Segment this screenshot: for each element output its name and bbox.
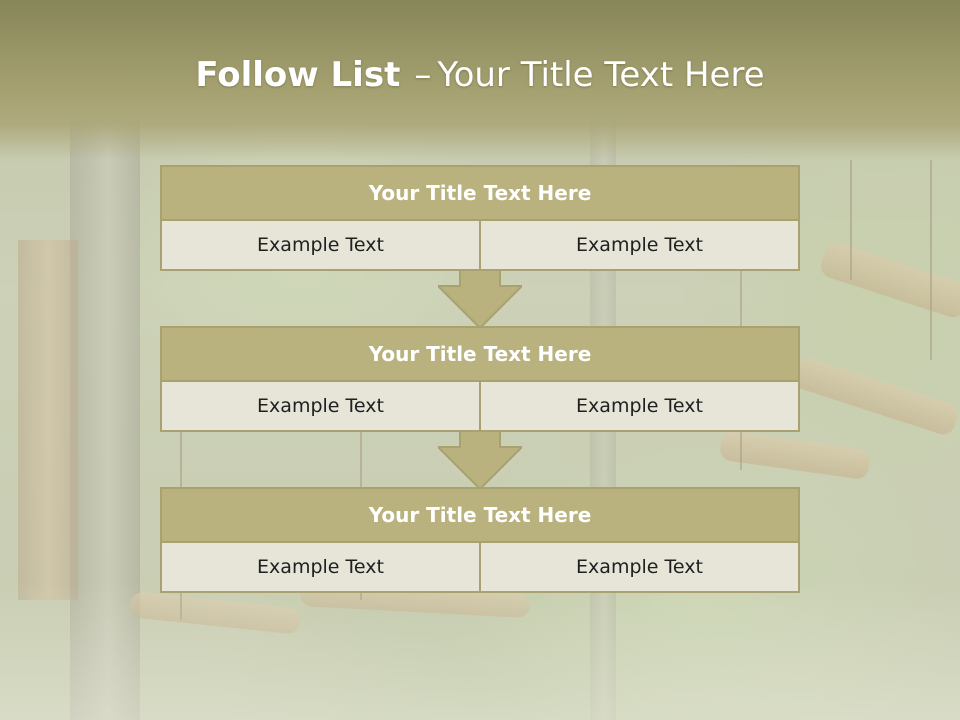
stage-2: Your Title Text Here Example Text Exampl… xyxy=(160,326,800,432)
stage-2-left-cell: Example Text xyxy=(160,382,481,432)
stage-2-title: Your Title Text Here xyxy=(160,326,800,382)
stage-3-row: Example Text Example Text xyxy=(160,543,800,593)
stage-3: Your Title Text Here Example Text Exampl… xyxy=(160,487,800,593)
stage-1-left-cell: Example Text xyxy=(160,221,481,271)
stage-2-row: Example Text Example Text xyxy=(160,382,800,432)
stage-3-right-cell: Example Text xyxy=(481,543,800,593)
stage-1-title: Your Title Text Here xyxy=(160,165,800,221)
down-arrow-2 xyxy=(438,431,522,489)
stage-3-title: Your Title Text Here xyxy=(160,487,800,543)
stage-2-right-cell: Example Text xyxy=(481,382,800,432)
stage-1-row: Example Text Example Text xyxy=(160,221,800,271)
slide-title-rest: Your Title Text Here xyxy=(437,55,765,95)
down-arrow-1 xyxy=(438,270,522,328)
stage-3-left-cell: Example Text xyxy=(160,543,481,593)
stage-1: Your Title Text Here Example Text Exampl… xyxy=(160,165,800,271)
slide-title: Follow List–Your Title Text Here xyxy=(0,52,960,98)
stage-1-right-cell: Example Text xyxy=(481,221,800,271)
slide-title-bold: Follow List xyxy=(195,55,401,95)
slide-title-dash: – xyxy=(414,55,432,95)
header-band xyxy=(0,0,960,160)
